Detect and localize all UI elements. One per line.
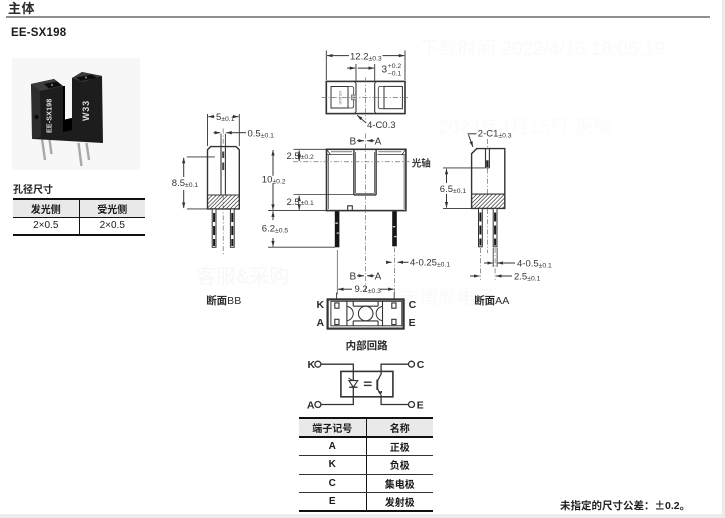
svg-text:A: A [375,272,382,283]
svg-text:4-0.5±0.1: 4-0.5±0.1 [517,258,552,269]
svg-text:K: K [317,299,325,311]
svg-text:−0.1: −0.1 [388,70,402,77]
svg-text:EE-SX198: EE-SX198 [45,99,54,133]
svg-text:9.2±0.3: 9.2±0.3 [355,284,382,295]
svg-text:10±0.2: 10±0.2 [262,174,286,185]
svg-text:6.2±0.5: 6.2±0.5 [262,224,289,235]
svg-text:omron: omron [338,91,344,105]
svg-text:5±0.1: 5±0.1 [216,112,235,123]
svg-text:A: A [375,136,382,147]
svg-text:4-C0.3: 4-C0.3 [367,120,396,131]
svg-text:W33: W33 [81,100,91,121]
svg-text:断面AA: 断面AA [474,293,509,308]
svg-text:光轴: 光轴 [412,156,431,170]
svg-text:E: E [409,317,416,329]
svg-text:断面BB: 断面BB [206,293,241,308]
svg-text:2.5±0.1: 2.5±0.1 [514,272,541,283]
svg-text:A: A [307,399,315,411]
svg-text:内部回路: 内部回路 [346,338,388,353]
svg-text:±0.2: ±0.2 [301,154,314,161]
svg-text:C: C [409,299,417,311]
svg-text:3: 3 [382,65,388,76]
svg-text:+0.2: +0.2 [388,63,402,70]
svg-text:B: B [350,272,357,283]
svg-text:2-C1±0.3: 2-C1±0.3 [478,128,512,139]
svg-text:0.5±0.1: 0.5±0.1 [248,128,275,139]
svg-text:±0.1: ±0.1 [301,200,314,207]
svg-text:12.2±0.3: 12.2±0.3 [350,51,382,62]
svg-text:2.5: 2.5 [287,151,300,162]
svg-text:2.5: 2.5 [287,197,300,208]
svg-text:C: C [417,359,425,371]
svg-text:4-0.25±0.1: 4-0.25±0.1 [410,258,450,269]
svg-text:K: K [308,359,316,371]
svg-text:B: B [350,136,357,147]
svg-text:8.5±0.1: 8.5±0.1 [172,178,199,189]
svg-text:A: A [317,317,325,329]
svg-text:E: E [417,399,424,411]
svg-text:6.5±0.1: 6.5±0.1 [440,184,467,195]
